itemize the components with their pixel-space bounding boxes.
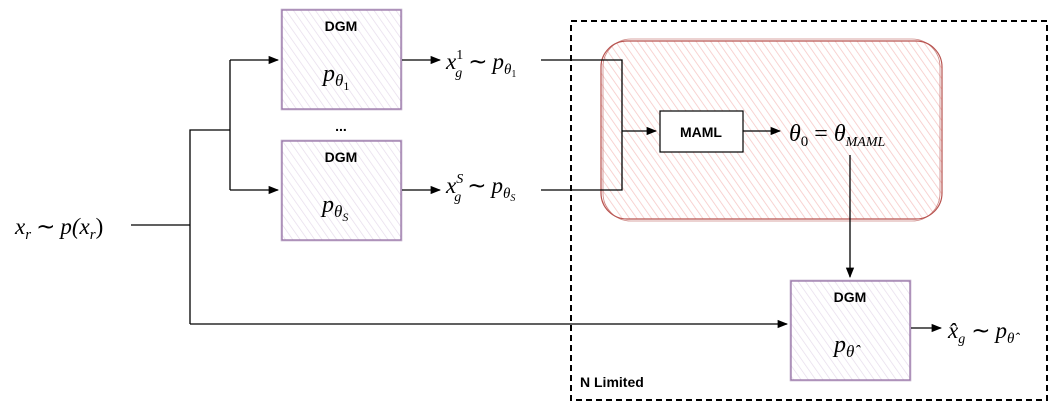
theta-equation: θ0=θMAML [789, 121, 886, 150]
final-output-label: x̂g∼pθ̂ [947, 318, 1020, 347]
dgm-2-formula: pθS [320, 192, 348, 224]
dgm-2-title: DGM [325, 149, 358, 165]
dgm-box-1: DGM pθ1 [280, 8, 403, 111]
dgm-box-2: DGM pθS [280, 139, 403, 242]
dgm-3-title: DGM [834, 289, 867, 305]
connectors [131, 55, 943, 333]
dgm-1-formula: pθ1 [321, 61, 349, 93]
dgm-ellipsis: ... [335, 118, 347, 134]
dgm-box-3: DGM pθ̂ [789, 279, 912, 382]
input-label: xr∼p(xr) [14, 214, 103, 243]
n-limited-region [570, 20, 1048, 401]
n-limited-label: N Limited [580, 374, 644, 390]
maml-region [600, 38, 943, 222]
maml-box: MAML [659, 110, 744, 153]
dgm-1-title: DGM [325, 18, 358, 34]
maml-label: MAML [680, 124, 722, 140]
